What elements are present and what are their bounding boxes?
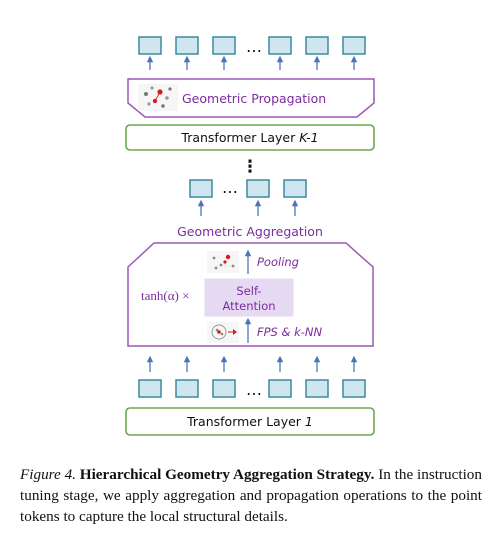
transformer-layer-top-label: Transformer Layer K-1 [180, 130, 318, 145]
self-attention-label: Self- [236, 284, 261, 298]
token [246, 179, 270, 198]
token [189, 179, 213, 198]
geometric-aggregation-label: Geometric Aggregation [177, 224, 323, 239]
token [268, 36, 292, 55]
point-cloud-pooling-icon [207, 251, 239, 273]
self-attention-box [204, 278, 294, 317]
vertical-ellipsis: ⋮ [242, 157, 259, 177]
token-ellipsis: … [222, 178, 238, 197]
token [138, 36, 162, 55]
point-cloud-propagation-icon [138, 84, 178, 111]
bottom-token-row: … [138, 379, 366, 399]
caption-body: In the instruction tuning stage, we appl… [20, 466, 482, 525]
propagation-box [127, 78, 375, 118]
transformer-layer-box [125, 407, 375, 436]
pooling-label: Pooling [257, 255, 299, 269]
token [212, 36, 236, 55]
geometric-aggregation-module: Pooling tanh(α) × Self- Attention FPS & … [127, 242, 374, 347]
token [305, 379, 329, 398]
token [305, 36, 329, 55]
token [175, 36, 199, 55]
token [138, 379, 162, 398]
bottom-arrows [146, 355, 358, 372]
token [342, 379, 366, 398]
geometry-aggregation-diagram: … Geometric Propagation Transformer Laye… [125, 36, 375, 436]
fps-knn-label: FPS & k-NN [257, 325, 323, 339]
token [212, 379, 236, 398]
middle-token-row: … [189, 178, 307, 198]
transformer-layer-bottom: Transformer Layer 1 [125, 407, 375, 436]
token [268, 379, 292, 398]
token [283, 179, 307, 198]
top-token-row: … [138, 36, 366, 56]
transformer-layer-top: Transformer Layer K-1 [125, 124, 375, 151]
geometric-propagation-module: Geometric Propagation [127, 78, 375, 118]
token [175, 379, 199, 398]
self-attention-label-line2: Attention [222, 299, 275, 313]
figure-label: Figure 4. [20, 466, 76, 483]
top-arrows [146, 55, 358, 70]
figure-caption: Figure 4. Hierarchical Geometry Aggregat… [20, 464, 482, 527]
caption-title: Hierarchical Geometry Aggregation Strate… [79, 466, 375, 483]
token-ellipsis: … [246, 37, 262, 56]
transformer-layer-box [125, 124, 375, 151]
token [342, 36, 366, 55]
transformer-layer-bottom-label: Transformer Layer 1 [186, 414, 313, 429]
geometric-propagation-label: Geometric Propagation [182, 91, 326, 106]
tanh-alpha-label: tanh(α) × [141, 288, 189, 303]
point-cloud-sampling-icon [207, 322, 239, 343]
middle-arrows [197, 199, 299, 216]
token-ellipsis: … [246, 380, 262, 399]
